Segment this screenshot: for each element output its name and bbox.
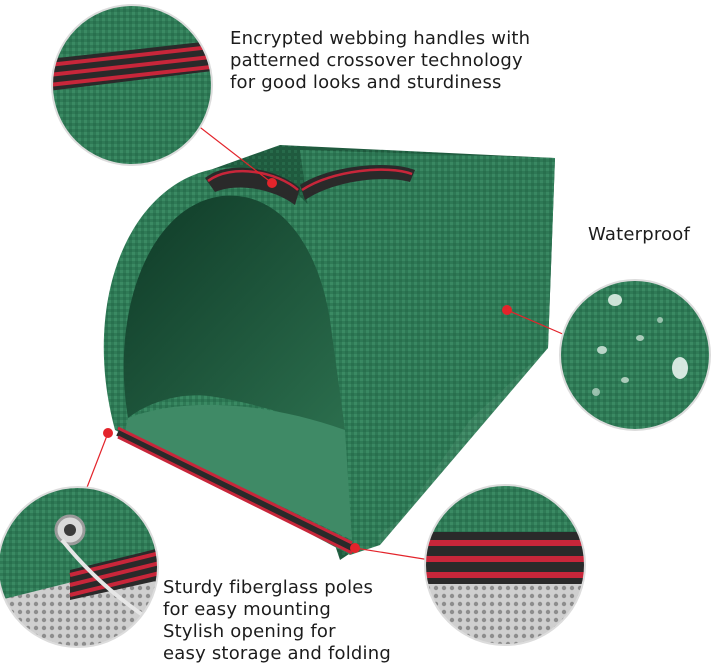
zoom-waterproof (559, 279, 711, 431)
handles-caption-line-3: for good looks and sturdiness (230, 72, 502, 93)
waterproof-callout-dot (502, 305, 512, 315)
waterproof-caption: Waterproof (588, 224, 690, 246)
handles-callout-line (187, 117, 273, 184)
zoom-rim-stripes (424, 484, 586, 646)
poles-callout-dot (103, 428, 113, 438)
poles-caption-line-3: Stylish opening for (163, 621, 336, 642)
waterproof-caption-line-1: Waterproof (588, 224, 691, 245)
rim-callout-line (354, 547, 431, 561)
poles-caption-line-4: easy storage and folding (163, 643, 391, 664)
rim-callout-dot (350, 543, 360, 553)
handles-caption-line-1: Encrypted webbing handles with (230, 28, 531, 49)
handles-caption-line-2: patterned crossover technology (230, 50, 523, 71)
poles-caption-line-2: for easy mounting (163, 599, 331, 620)
waterproof-callout-line (506, 309, 566, 336)
garden-bag (103, 145, 555, 560)
zoom-fiberglass-pole (0, 486, 159, 648)
poles-callout-line (85, 432, 109, 491)
callout-dots (103, 178, 512, 553)
handles-callout-dot (267, 178, 277, 188)
handles-caption: Encrypted webbing handles with patterned… (230, 28, 530, 94)
poles-caption-line-1: Sturdy fiberglass poles (163, 577, 374, 598)
zoom-handle-webbing (51, 4, 213, 166)
poles-caption: Sturdy fiberglass poles for easy mountin… (163, 577, 391, 665)
callout-lines (85, 117, 566, 561)
